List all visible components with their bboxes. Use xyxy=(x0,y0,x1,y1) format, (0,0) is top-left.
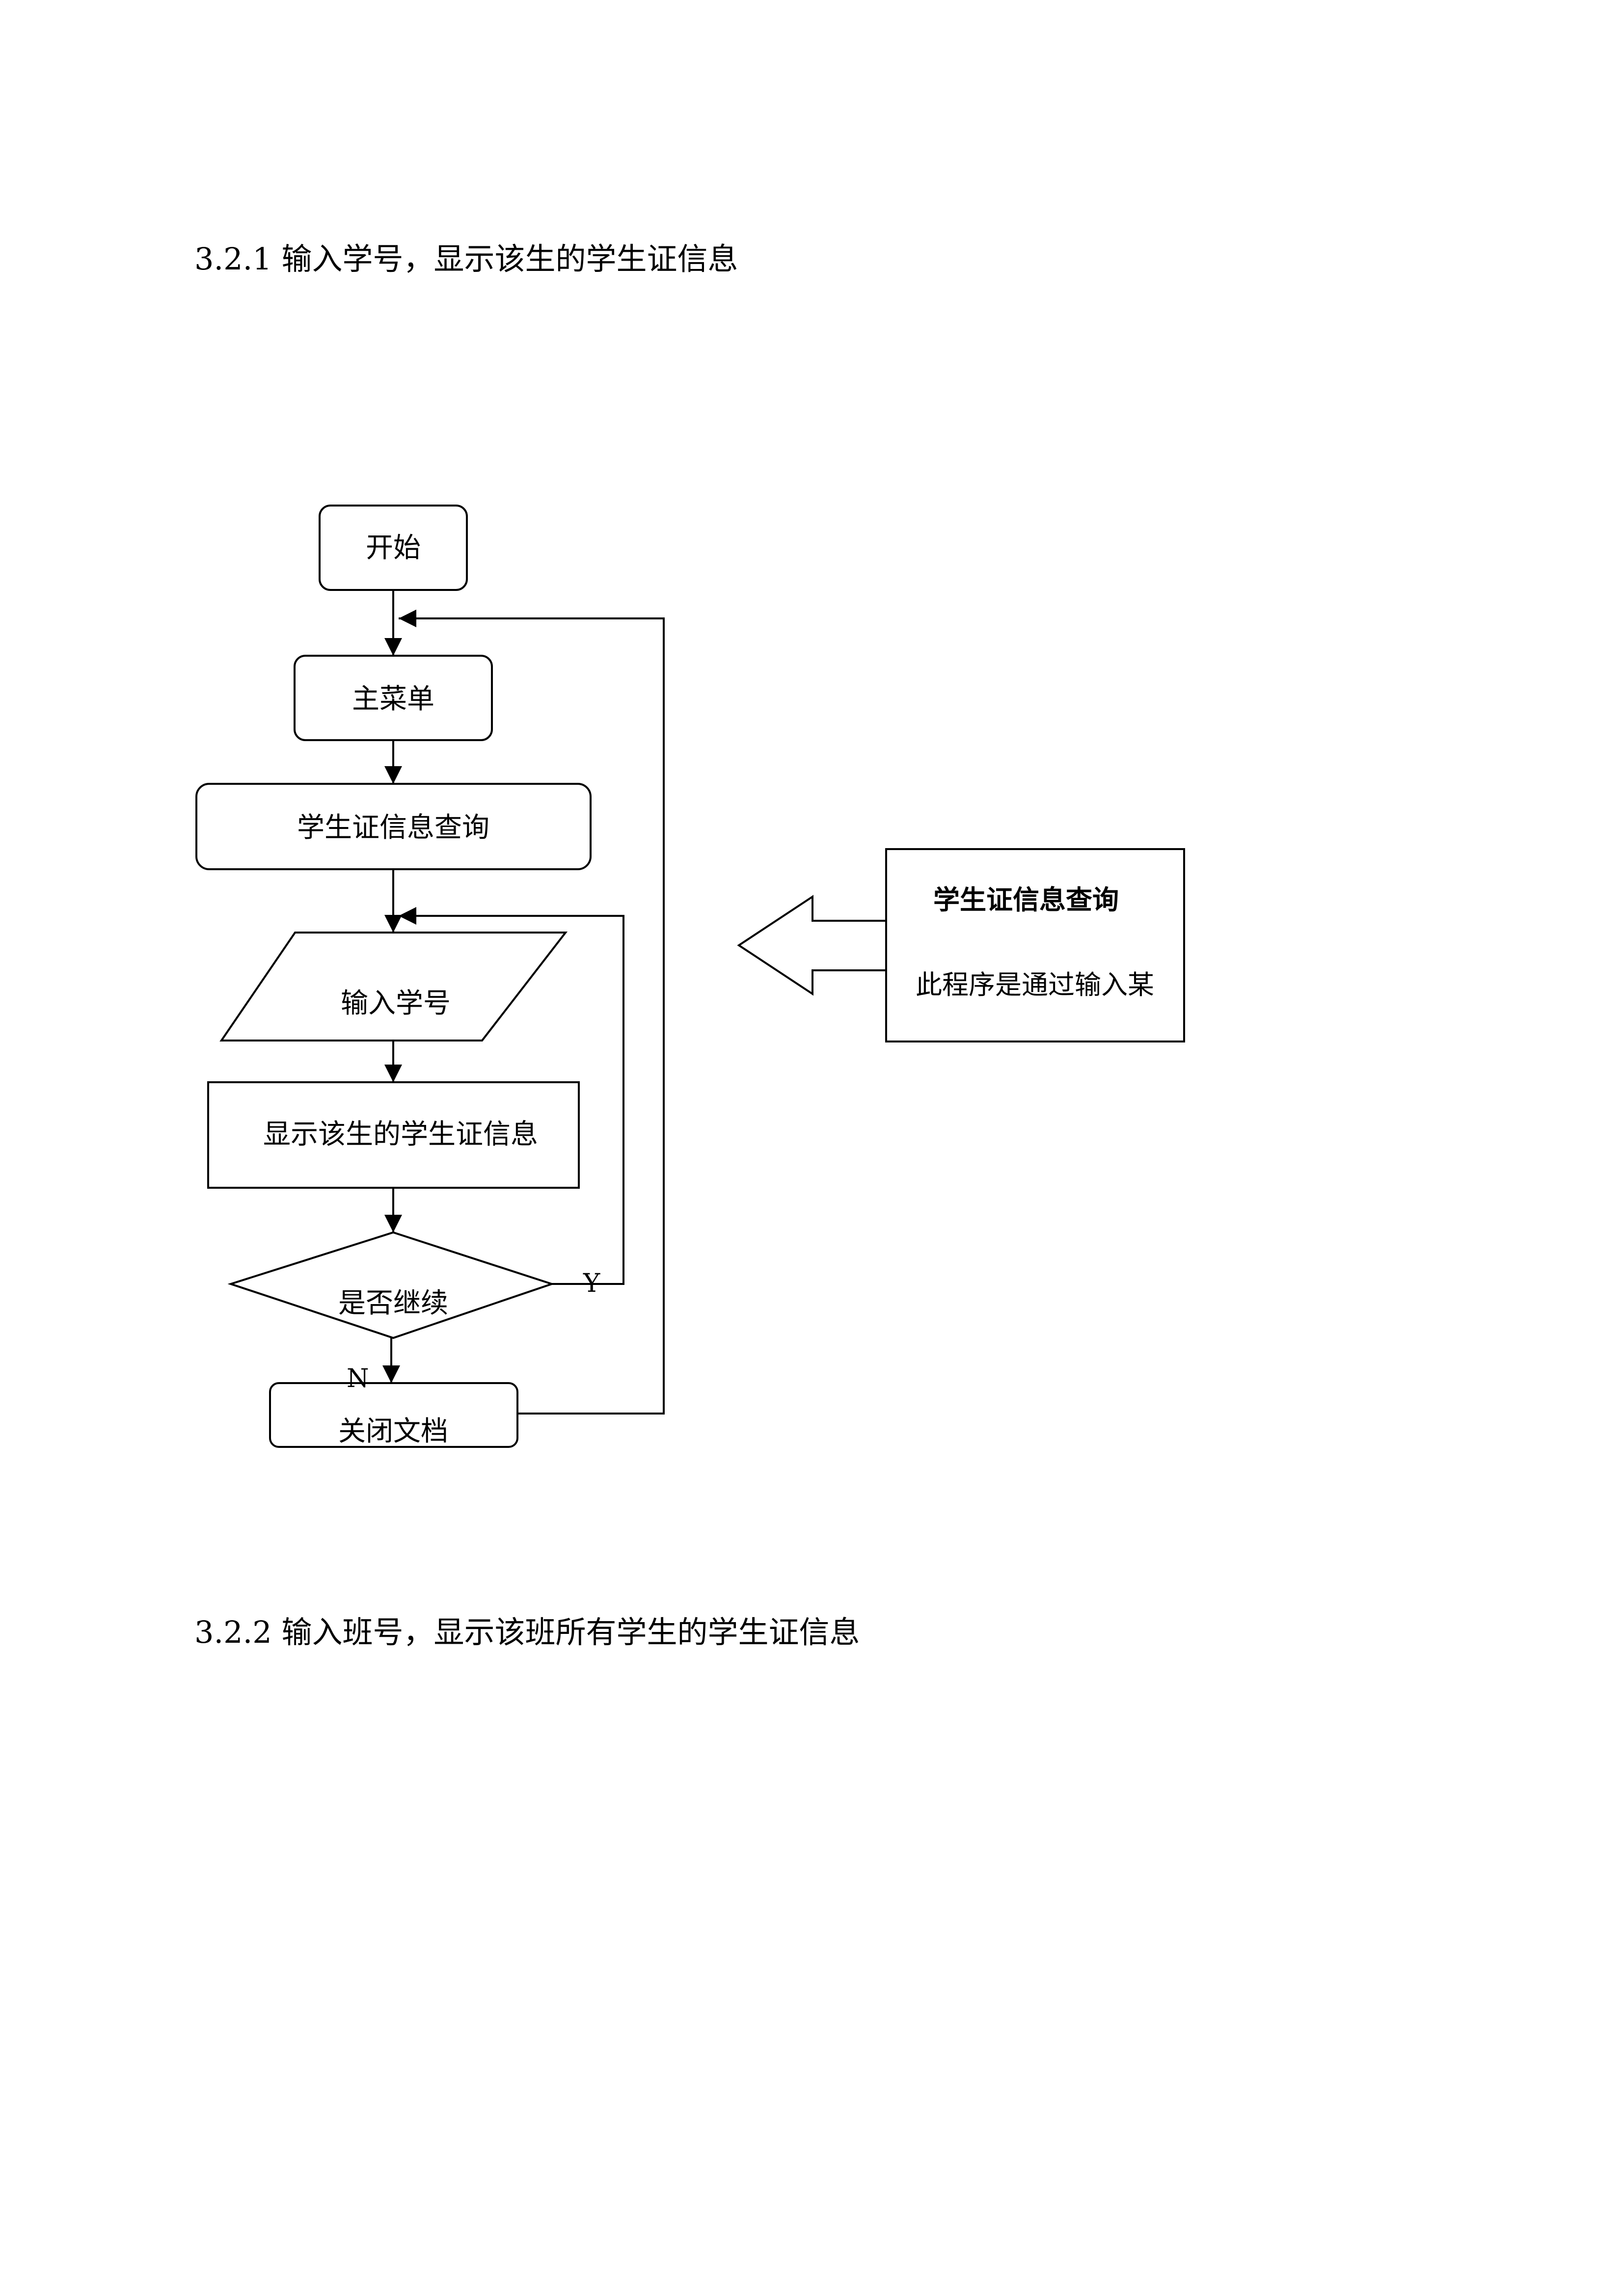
section-heading-3-2-1: 3.2.1 输入学号，显示该生的学生证信息 xyxy=(194,241,738,277)
edge-close-loop xyxy=(399,610,665,1415)
main-menu-label: 主菜单 xyxy=(352,683,434,715)
continue-decision-node: 是否继续 xyxy=(227,1231,555,1339)
callout: 学生证信息查询 此程序是通过输入某 xyxy=(737,848,1185,1042)
branch-label-no: N xyxy=(347,1364,369,1393)
callout-body: 此程序是通过输入某 xyxy=(916,969,1154,1000)
branch-label-yes: Y xyxy=(583,1269,600,1298)
section-heading-3-2-2: 3.2.2 输入班号，显示该班所有学生的学生证信息 xyxy=(194,1614,860,1650)
continue-decision-label: 是否继续 xyxy=(338,1287,448,1319)
input-student-id-node: 输入学号 xyxy=(219,932,568,1041)
query-node: 学生证信息查询 xyxy=(195,783,592,870)
start-label: 开始 xyxy=(366,532,421,564)
display-info-node: 显示该生的学生证信息 xyxy=(207,1081,580,1189)
main-menu-node: 主菜单 xyxy=(294,655,493,741)
edge-yes-loop xyxy=(399,907,624,1285)
start-node: 开始 xyxy=(319,505,468,591)
close-document-node: 关闭文档 xyxy=(269,1382,518,1448)
callout-title: 学生证信息查询 xyxy=(933,884,1119,915)
close-document-label: 关闭文档 xyxy=(338,1415,448,1447)
query-label: 学生证信息查询 xyxy=(297,812,489,844)
display-info-label: 显示该生的学生证信息 xyxy=(263,1119,538,1150)
input-student-id-label: 输入学号 xyxy=(341,988,451,1019)
callout-arrow-shape xyxy=(737,895,887,996)
callout-box xyxy=(885,848,1185,1042)
